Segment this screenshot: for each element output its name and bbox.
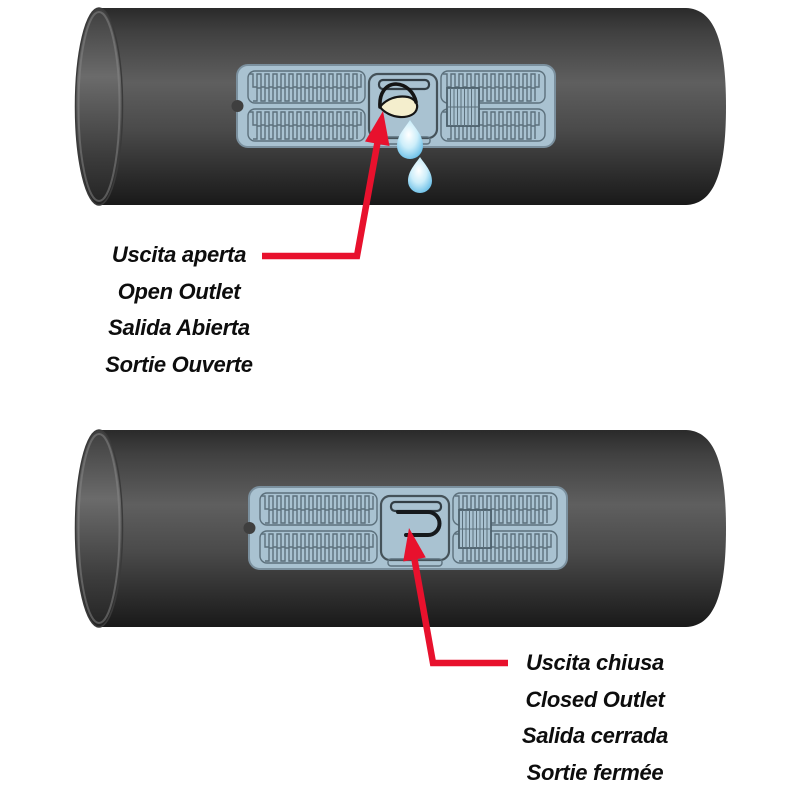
label-open-outlet-en: Open Outlet (117, 278, 241, 304)
water-drop (408, 157, 432, 193)
arrow-shaft (262, 141, 381, 260)
closed-outlet-flap (396, 510, 442, 537)
arrow-shaft (411, 558, 508, 667)
label-open-outlet-fr: Sortie Ouverte (105, 351, 253, 377)
arrow-top (262, 111, 390, 260)
water-drops (397, 120, 432, 193)
label-closed-outlet-en: Closed Outlet (525, 686, 665, 712)
label-open-outlet-it: Uscita aperta (111, 242, 247, 267)
water-drop (397, 120, 423, 159)
label-open-outlet-es: Salida Abierta (108, 315, 250, 340)
label-group-closed-outlet: Uscita chiusa Closed Outlet Salida cerra… (485, 645, 705, 791)
flap-underside-cream (378, 95, 419, 119)
label-closed-outlet-it: Uscita chiusa (526, 650, 664, 675)
flap-curl-outline (378, 82, 418, 109)
arrow-head (365, 111, 390, 146)
arrow-bottom (403, 528, 508, 667)
drip-tape-bottom (74, 429, 727, 628)
label-closed-outlet-fr: Sortie fermée (526, 759, 664, 785)
label-closed-outlet-es: Salida cerrada (521, 723, 669, 748)
open-outlet-flap (378, 82, 419, 119)
drip-tape-top (74, 7, 727, 206)
label-group-open-outlet: Uscita aperta Open Outlet Salida Abierta… (69, 237, 289, 383)
arrow-head (403, 528, 426, 562)
